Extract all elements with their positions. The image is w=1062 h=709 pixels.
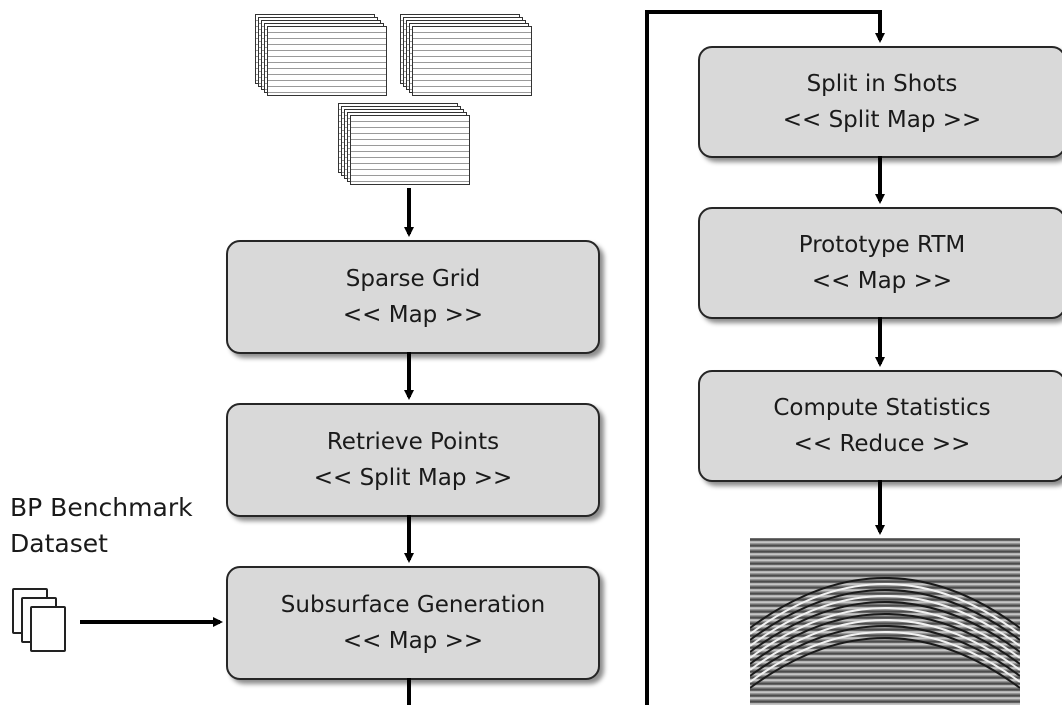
step-title: Sparse Grid	[345, 266, 481, 292]
dataset-label: BP Benchmark Dataset	[10, 490, 193, 562]
step-title: Retrieve Points	[326, 429, 500, 455]
subsurface-generation-step: Subsurface Generation << Map >>	[226, 566, 600, 680]
step-subtitle: << Map >>	[342, 302, 484, 328]
text-file-stack-icon	[338, 103, 470, 185]
retrieve-points-step: Retrieve Points << Split Map >>	[226, 403, 600, 517]
step-subtitle: << Map >>	[342, 628, 484, 654]
step-subtitle: << Split Map >>	[782, 107, 982, 133]
step-subtitle: << Split Map >>	[313, 465, 513, 491]
step-subtitle: << Map >>	[811, 268, 953, 294]
text-file-stack-icon	[400, 14, 532, 96]
compute-statistics-step: Compute Statistics << Reduce >>	[698, 370, 1062, 482]
text-file-stack-icon	[255, 14, 387, 96]
dataset-label-line1: BP Benchmark	[10, 493, 193, 522]
step-subtitle: << Reduce >>	[793, 431, 971, 457]
split-in-shots-step: Split in Shots << Split Map >>	[698, 46, 1062, 158]
sparse-grid-step: Sparse Grid << Map >>	[226, 240, 600, 354]
step-title: Subsurface Generation	[280, 592, 546, 618]
document-stack-icon	[12, 588, 72, 660]
seismic-image	[749, 538, 1021, 705]
step-title: Prototype RTM	[798, 232, 966, 258]
dataset-label-line2: Dataset	[10, 529, 108, 558]
step-title: Split in Shots	[806, 71, 958, 97]
step-title: Compute Statistics	[773, 395, 991, 421]
connector-right-column	[645, 10, 885, 705]
